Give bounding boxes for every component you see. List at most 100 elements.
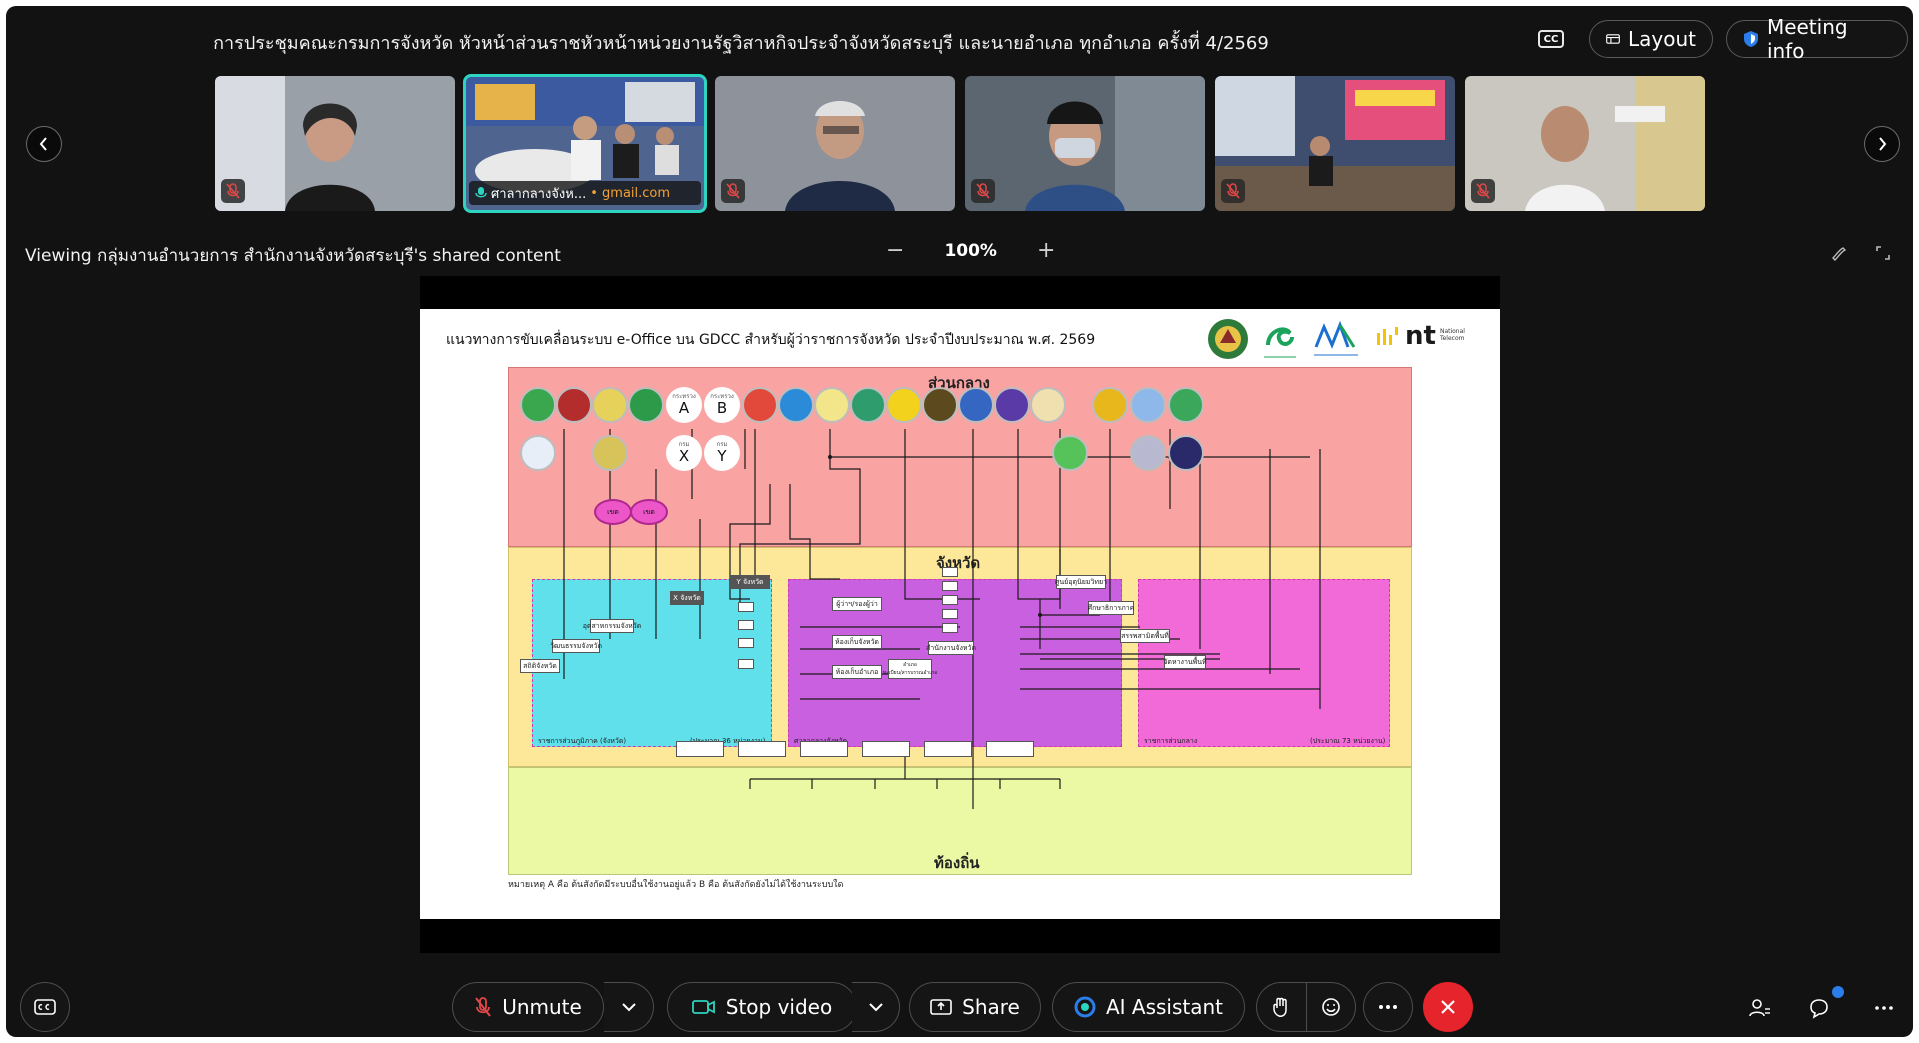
layout-button[interactable]: Layout [1589,20,1713,58]
mic-muted-icon [1221,179,1245,203]
cc-text: CC [1543,33,1559,45]
more-horizontal-icon [1379,1005,1397,1009]
agency-emblem [922,387,958,423]
statistics-node: สถิติจังหวัด [520,659,560,673]
ai-assistant-button[interactable]: AI Assistant [1052,982,1245,1032]
participant-video[interactable] [715,76,955,211]
slide-footnote: หมายเหตุ A คือ ต้นสังกัดมีระบบอื่นใช้งาน… [508,880,844,890]
zone-pill: เขต [630,499,668,525]
unmute-button[interactable]: Unmute [452,982,604,1032]
reactions-button[interactable] [1306,996,1355,1018]
letter-y: Y [717,447,727,465]
participant-name: ศาลากลางจังห... [491,186,587,202]
regional-box [532,579,772,747]
participants-button[interactable] [1745,994,1773,1022]
district-room-node: ห้องเก็บอำเภอ [832,665,882,679]
agency-emblem [958,387,994,423]
audio-options-button[interactable] [604,982,654,1032]
share-button[interactable]: Share [909,982,1041,1032]
video-options-button[interactable] [852,982,900,1032]
diagram-connectors [563,429,1321,809]
chevron-right-icon [1879,137,1887,151]
agency-emblem [1168,435,1204,471]
nt-logo-text: nt [1405,321,1436,351]
next-page-button[interactable] [1864,126,1900,162]
y-province-node: Y จังหวัด [730,575,770,589]
more-horizontal-icon [1875,1006,1893,1010]
leave-meeting-button[interactable] [1423,982,1473,1032]
local-zone [508,767,1412,875]
ai-assistant-icon [1074,996,1096,1018]
nt-logo: nt National Telecom [1375,321,1476,351]
layout-label: Layout [1628,27,1696,51]
district-node: อำเภอทะเบียน/สารบรรณอำเภอ [883,659,937,679]
chevron-down-icon [868,1003,883,1012]
zoom-in-button[interactable]: + [1036,238,1056,263]
chevron-down-icon [621,1003,636,1012]
letter-b: B [716,399,728,417]
raise-hand-button[interactable] [1257,996,1306,1018]
science-center-node: ศูนย์อุตุนิยมวิทยา [1055,575,1107,589]
participant-video[interactable] [215,76,455,211]
district-label: อำเภอ [903,662,917,668]
close-icon [1441,1000,1455,1014]
education-region-node: ศึกษาธิการภาค [1088,601,1134,615]
participant-avatar [1215,76,1455,211]
slide-title: แนวทางการขับเคลื่อนระบบ e-Office บน GDCC… [446,332,1096,348]
chat-icon [1810,999,1828,1019]
participant-avatar [715,76,955,211]
more-panels-button[interactable] [1870,994,1898,1022]
meeting-title: การประชุมคณะกรมการจังหวัด หัวหน้าส่วนราช… [213,33,1269,54]
previous-page-button[interactable] [26,126,62,162]
participant-video[interactable] [965,76,1205,211]
ministry-label: กระทรวง [710,393,734,400]
stop-video-button[interactable]: Stop video [667,982,857,1032]
more-options-button[interactable] [1363,982,1413,1032]
chat-button[interactable] [1805,994,1833,1022]
zoom-out-button[interactable]: − [886,238,905,263]
mic-muted-icon [721,179,745,203]
participant-avatar [1465,76,1705,211]
captions-button[interactable] [20,982,70,1032]
department-label: กรม [678,441,690,448]
participant-video[interactable] [1215,76,1455,211]
agency-emblem [850,387,886,423]
unit-node [738,620,754,630]
industry-node: อุตสาหกรรมจังหวัด [583,619,641,633]
separator [1305,982,1307,1032]
annotate-icon[interactable] [1831,244,1849,266]
agency-emblem [1130,387,1166,423]
agency-emblem [1168,387,1204,423]
shield-icon [1743,31,1758,47]
meeting-info-button[interactable]: Meeting info [1726,15,1908,63]
mic-muted-icon [1471,179,1495,203]
mic-muted-icon [221,179,245,203]
unit-node [942,567,958,577]
chevron-left-icon [39,137,47,151]
share-screen-icon [930,999,952,1015]
closed-captions-icon[interactable]: CC [1538,30,1564,48]
nt-logo-subtitle: National Telecom [1439,328,1465,342]
participant-video-active[interactable]: ศาลากลางจังห... • gmail.com [463,74,707,213]
unit-node [942,623,958,633]
agency-emblem [628,387,664,423]
unit-node [738,638,754,648]
nt-signal-icon [1377,327,1398,345]
share-label: Share [962,995,1020,1019]
dga-logo [1264,327,1296,358]
meeting-window: การประชุมคณะกรมการจังหวัด หัวหน้าส่วนราช… [6,6,1913,1037]
participant-video[interactable] [1465,76,1705,211]
fullscreen-icon[interactable] [1874,244,1892,266]
agency-emblem [778,387,814,423]
local-unit-box [986,741,1034,757]
layout-icon [1606,34,1620,44]
unit-node [942,595,958,605]
stop-video-label: Stop video [725,995,833,1019]
agency-emblem [994,387,1030,423]
agency-emblem [556,387,592,423]
letter-a: A [678,399,690,417]
participant-avatar [215,76,455,211]
district-sub-label: ทะเบียน/สารบรรณอำเภอ [882,670,938,676]
